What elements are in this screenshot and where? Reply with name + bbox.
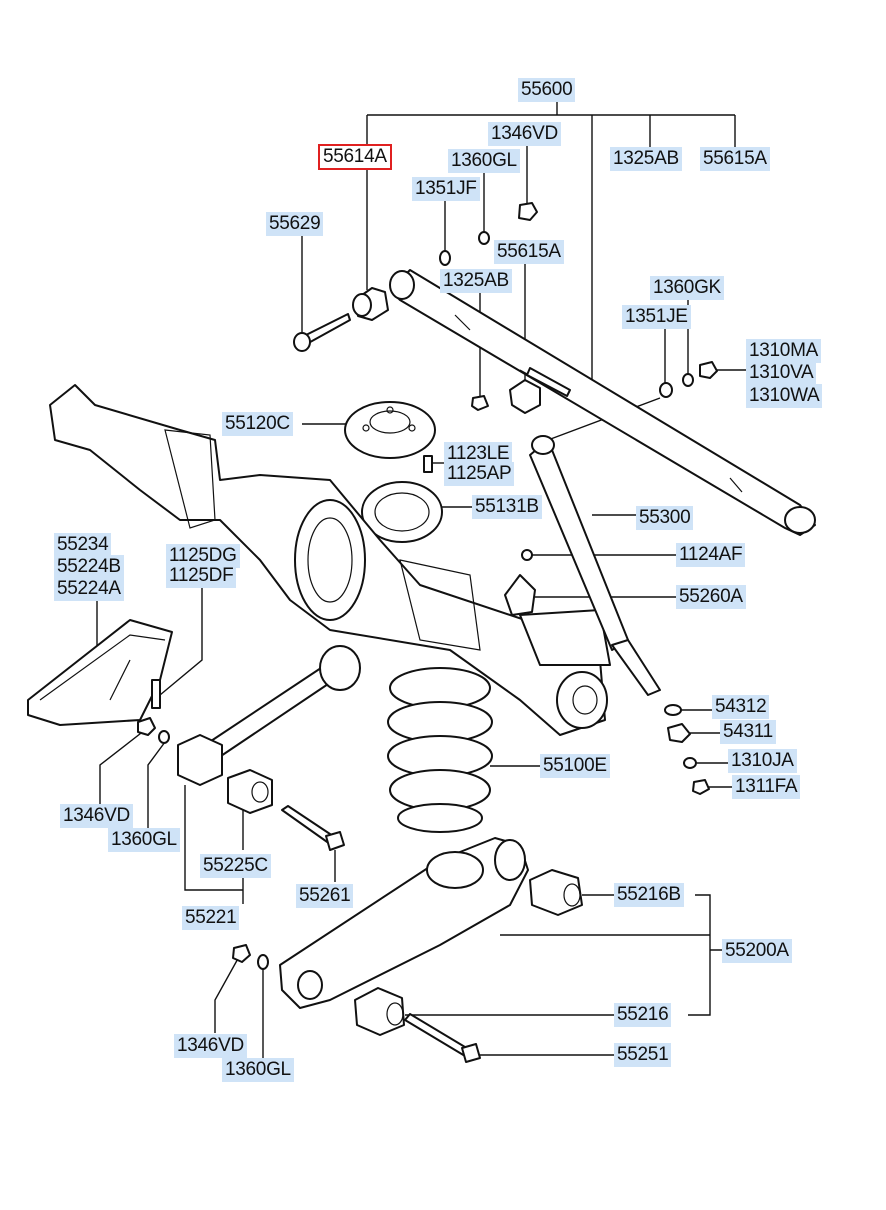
callout-1310MA: 1310MA bbox=[746, 339, 821, 363]
bushing-55216 bbox=[354, 987, 405, 1036]
spring-seat-55120C bbox=[344, 401, 436, 459]
spring-pad-55131B bbox=[361, 481, 443, 543]
upper-control-arm bbox=[389, 269, 816, 536]
callout-1311FA: 1311FA bbox=[732, 775, 801, 799]
bolt-1123LE bbox=[423, 455, 433, 473]
left-hardware bbox=[137, 717, 170, 744]
callout-1125AP: 1125AP bbox=[444, 462, 515, 486]
callout-1346VD-top: 1346VD bbox=[488, 122, 561, 146]
callout-54311: 54311 bbox=[720, 720, 776, 744]
callout-55260A: 55260A bbox=[676, 585, 746, 609]
callout-55629: 55629 bbox=[266, 212, 324, 236]
rear-axle-housing bbox=[49, 384, 611, 736]
callout-1310VA: 1310VA bbox=[746, 361, 817, 385]
callout-54312: 54312 bbox=[712, 695, 770, 719]
callout-55615A-mid: 55615A bbox=[494, 240, 564, 264]
callout-1125DF: 1125DF bbox=[166, 564, 237, 588]
callout-55261: 55261 bbox=[296, 884, 354, 908]
leader-lines bbox=[96, 100, 748, 1058]
right-hardware bbox=[664, 704, 710, 795]
shock-absorber-55300 bbox=[529, 435, 661, 696]
lateral-rod-55221 bbox=[177, 645, 361, 786]
callout-55131B: 55131B bbox=[472, 495, 542, 519]
callout-55224A: 55224A bbox=[54, 577, 124, 601]
callout-1360GL-top: 1360GL bbox=[448, 149, 520, 173]
upper-hardware bbox=[439, 202, 718, 411]
bolt-1125DG bbox=[151, 679, 161, 709]
coil-spring-55100E bbox=[387, 667, 493, 833]
bushing-55225C bbox=[227, 769, 273, 814]
callout-55300: 55300 bbox=[636, 506, 694, 530]
bushing-55615A bbox=[509, 367, 571, 414]
lower-arm-55200A bbox=[279, 837, 529, 1009]
callout-1360GL-bottom: 1360GL bbox=[222, 1058, 294, 1082]
bottom-hardware bbox=[232, 944, 269, 970]
callout-55120C: 55120C bbox=[222, 412, 293, 436]
callout-1310JA: 1310JA bbox=[728, 749, 797, 773]
callout-1351JE: 1351JE bbox=[622, 305, 691, 329]
callout-1360GK: 1360GK bbox=[650, 276, 724, 300]
callout-55614A-highlighted: 55614A bbox=[318, 144, 392, 170]
callout-1325AB-mid: 1325AB bbox=[440, 269, 512, 293]
callout-55251: 55251 bbox=[614, 1043, 672, 1067]
bushing-55216B bbox=[529, 869, 583, 916]
callout-1124AF: 1124AF bbox=[676, 543, 746, 567]
callout-1346VD-bottom: 1346VD bbox=[174, 1034, 247, 1058]
callout-1325AB-right: 1325AB bbox=[610, 147, 682, 171]
bolt-55251 bbox=[404, 1013, 481, 1063]
callout-55200A: 55200A bbox=[722, 939, 792, 963]
callout-55600: 55600 bbox=[518, 78, 576, 102]
bolt-55261 bbox=[281, 805, 345, 851]
callout-55225C: 55225C bbox=[200, 854, 271, 878]
callout-55100E: 55100E bbox=[540, 754, 610, 778]
bracket-55234 bbox=[27, 619, 173, 726]
bushing-55614A bbox=[352, 287, 389, 321]
callout-55216B: 55216B bbox=[614, 883, 684, 907]
callout-1310WA: 1310WA bbox=[746, 384, 823, 408]
callout-1360GL-left: 1360GL bbox=[108, 828, 180, 852]
callout-55216: 55216 bbox=[614, 1003, 672, 1027]
callout-55234: 55234 bbox=[54, 533, 112, 557]
callout-55615A-right: 55615A bbox=[700, 147, 770, 171]
bump-stopper-55260A bbox=[504, 549, 536, 616]
callout-1346VD-left: 1346VD bbox=[60, 804, 133, 828]
callout-55224B: 55224B bbox=[54, 555, 124, 579]
bolt-55629 bbox=[293, 313, 351, 352]
callout-1351JF: 1351JF bbox=[412, 177, 480, 201]
callout-55221: 55221 bbox=[182, 906, 240, 930]
